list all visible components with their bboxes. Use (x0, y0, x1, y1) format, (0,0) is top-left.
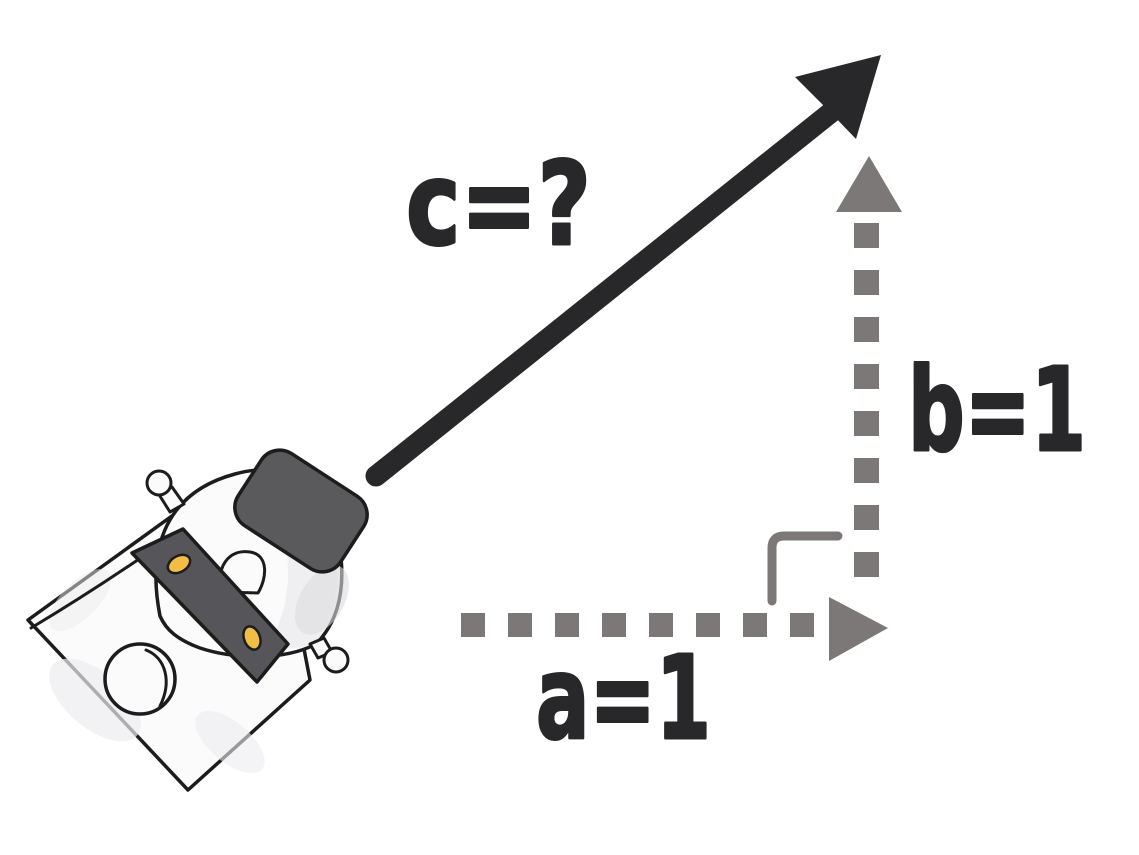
dash (854, 270, 879, 295)
base-label: a=1 (536, 632, 711, 766)
dash (854, 552, 879, 577)
hypotenuse-arrow (365, 55, 881, 487)
robot-antenna-left (145, 469, 186, 514)
robot-eyes (166, 553, 262, 651)
dash (854, 364, 879, 389)
dash (508, 613, 532, 637)
robot-body-shading (48, 568, 265, 774)
dash (602, 613, 626, 637)
robot-eye-right (242, 625, 262, 651)
robot-hatch-highlight (144, 648, 168, 708)
base-arrowhead (829, 597, 888, 661)
dash (461, 613, 485, 637)
dash (696, 613, 720, 637)
dash (854, 411, 879, 436)
robot-hatch (103, 642, 177, 716)
robot-antenna-right (308, 636, 350, 674)
dash (854, 317, 879, 342)
robot-mascot (26, 448, 369, 792)
dash (555, 613, 579, 637)
base-dashed-arrow (461, 597, 888, 661)
height-dashed-arrow (836, 156, 902, 577)
hypotenuse-arrowhead (795, 55, 881, 139)
dash (649, 613, 673, 637)
robot-eye-left (166, 553, 192, 575)
hypotenuse-label: c=? (406, 138, 591, 272)
robot-visor (233, 448, 369, 574)
right-angle-marker (767, 531, 843, 606)
height-arrowhead (836, 156, 902, 212)
height-label: b=1 (908, 344, 1086, 478)
dash (854, 223, 879, 248)
dash (854, 458, 879, 483)
dash (743, 613, 767, 637)
dash (854, 505, 879, 530)
hypotenuse-shaft (365, 99, 845, 487)
dash (790, 613, 814, 637)
